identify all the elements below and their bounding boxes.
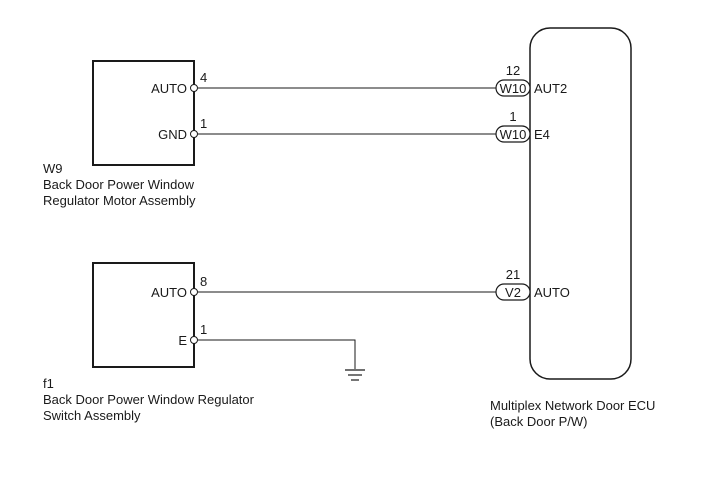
f1-pin-8-terminal [190,288,198,296]
w9-pin-label-auto: AUTO [151,81,187,96]
w9-pin-number-4: 4 [200,70,207,85]
w9-name-line1: Back Door Power Window [43,177,194,192]
f1-pin-1-terminal [190,336,198,344]
connector-v2-pin21 [495,283,531,301]
f1-name-line2: Switch Assembly [43,408,141,423]
ecu-name-line1: Multiplex Network Door ECU [490,398,656,413]
f1-code: f1 [43,376,54,391]
ecu-component-box [529,27,632,380]
f1-caption: f1 Back Door Power Window Regulator Swit… [43,376,254,424]
connector-w10-pin1 [495,125,531,143]
w9-pin-label-gnd: GND [158,127,187,142]
f1-pin-number-8: 8 [200,274,207,289]
ecu-pin-number-21: 21 [506,267,520,282]
connector-code-w10-a: W10 [500,81,527,96]
ground-icon [345,369,365,381]
w9-component-box [92,60,195,166]
w9-pin-4-terminal [190,84,198,92]
w9-code: W9 [43,161,63,176]
f1-pin-number-1: 1 [200,322,207,337]
ecu-pin-number-1: 1 [509,109,516,124]
ecu-pin-number-12: 12 [506,63,520,78]
ecu-caption: Multiplex Network Door ECU (Back Door P/… [490,398,655,430]
w9-pin-number-1: 1 [200,116,207,131]
connector-w10-pin12 [495,79,531,97]
connector-code-w10-b: W10 [500,127,527,142]
ecu-name-line2: (Back Door P/W) [490,414,588,429]
ecu-pin-label-aut2: AUT2 [534,81,567,96]
w9-pin-1-terminal [190,130,198,138]
w9-name-line2: Regulator Motor Assembly [43,193,196,208]
w9-caption: W9 Back Door Power Window Regulator Moto… [43,161,195,209]
f1-pin-label-auto: AUTO [151,285,187,300]
ecu-pin-label-e4: E4 [534,127,550,142]
f1-pin-label-e: E [178,333,187,348]
f1-name-line1: Back Door Power Window Regulator [43,392,254,407]
f1-component-box [92,262,195,368]
connector-code-v2: V2 [505,285,521,300]
ecu-pin-label-auto: AUTO [534,285,570,300]
wire-e-ground [198,339,356,369]
